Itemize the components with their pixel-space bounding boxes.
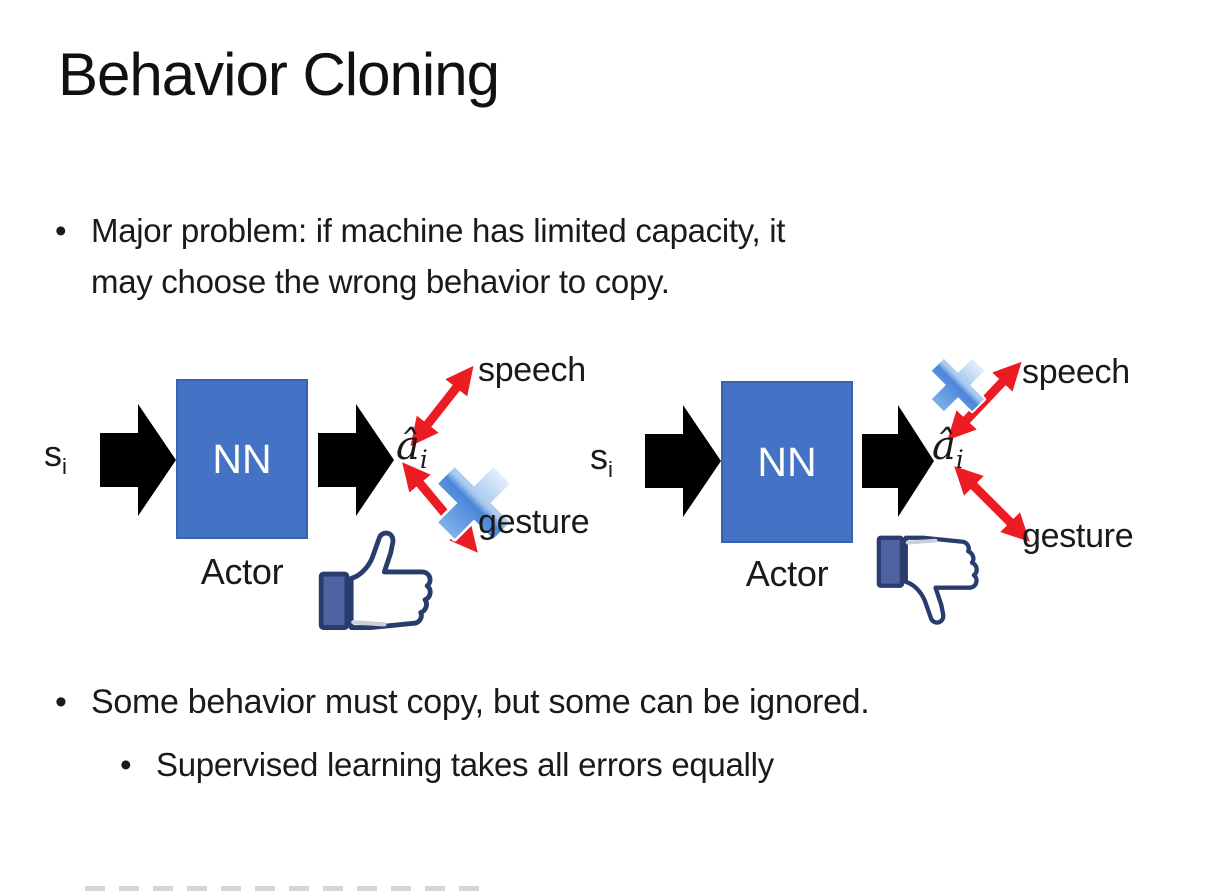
nn-box-right: NN: [721, 381, 853, 543]
double-arrow-gesture-right-icon: [954, 466, 1030, 542]
actor-label-right: Actor: [745, 553, 829, 594]
action-gesture-label-right: gesture: [1022, 517, 1134, 555]
action-speech-label-left: speech: [478, 351, 586, 389]
bullet-some-behavior: • Some behavior must copy, but some can …: [55, 676, 870, 729]
bullet-text: Some behavior must copy, but some can be…: [91, 683, 870, 721]
cross-out-speech-icon: [915, 342, 1001, 428]
output-label-right: âi: [932, 423, 964, 474]
bullet-major-problem: • Major problem: if machine has limited …: [55, 205, 785, 307]
bullet-text: Major problem: if machine has limited ca…: [91, 212, 786, 301]
input-label-right: si: [590, 436, 613, 483]
thumbs-down-icon: [879, 538, 977, 623]
bullet-marker: •: [55, 683, 67, 721]
bullet-supervised-learning: • Supervised learning takes all errors e…: [120, 739, 774, 790]
input-arrow-left-icon: [100, 404, 176, 516]
thumbs-up-icon: [321, 533, 430, 628]
input-label-left: si: [44, 433, 67, 480]
clipped-bottom-dashes: [85, 886, 487, 891]
output-label-left: âi: [396, 423, 428, 474]
bullet-marker: •: [120, 746, 132, 783]
double-arrow-speech-left-icon: [410, 365, 474, 447]
nn-label: NN: [757, 438, 817, 485]
output-arrow-right-icon: [862, 405, 934, 517]
bullet-text: Supervised learning takes all errors equ…: [156, 746, 774, 783]
action-gesture-label-left: gesture: [478, 503, 590, 541]
page-title: Behavior Cloning: [58, 41, 500, 108]
input-arrow-right-icon: [645, 405, 721, 517]
actor-label-left: Actor: [200, 551, 284, 592]
bullet-marker: •: [55, 212, 67, 249]
action-speech-label-right: speech: [1022, 353, 1130, 391]
nn-label: NN: [212, 435, 272, 482]
output-arrow-left-icon: [318, 404, 394, 516]
nn-box-left: NN: [176, 379, 308, 539]
